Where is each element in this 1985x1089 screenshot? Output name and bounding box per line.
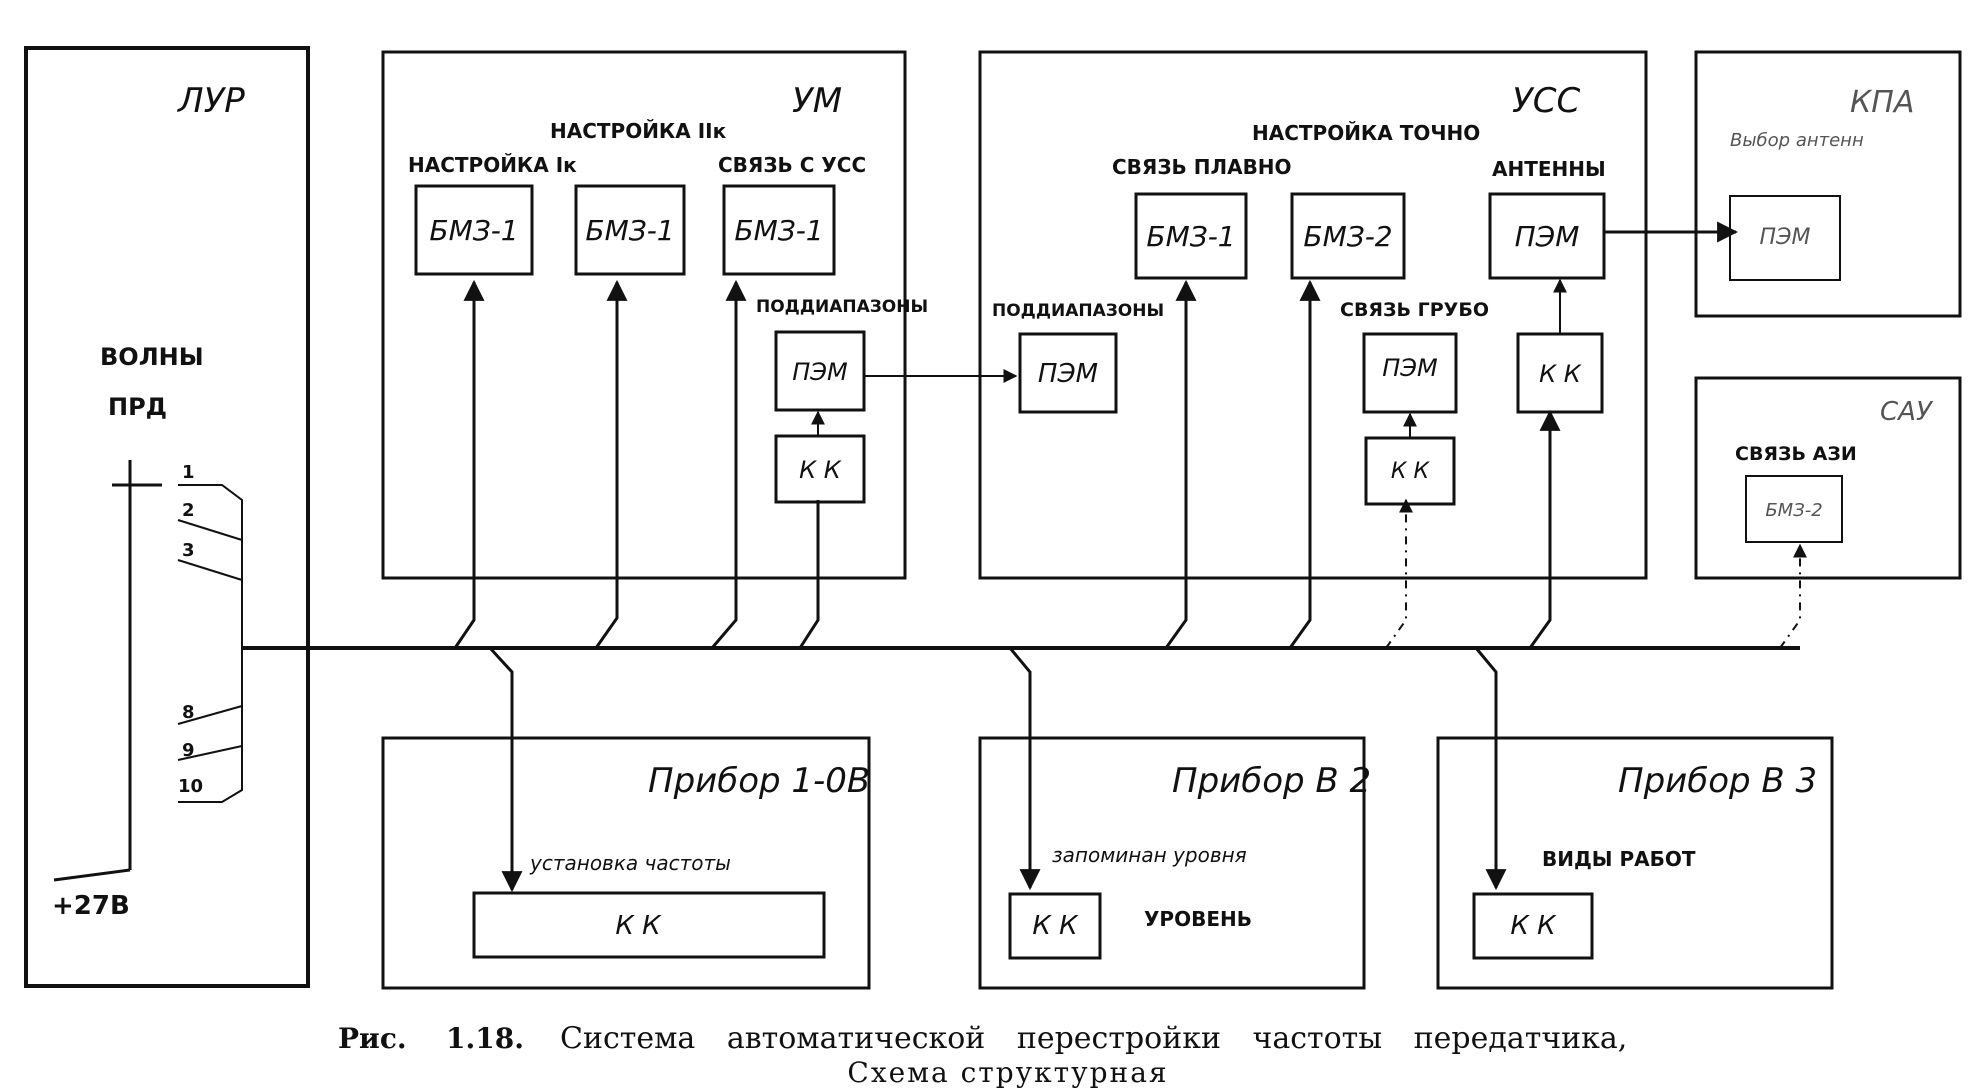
switch-number-3: 3: [182, 540, 195, 561]
block-device-1-0v: Прибор 1-0В установка частоты К К: [381, 736, 871, 990]
um-kk: К К: [799, 456, 842, 484]
block-kpa: КПА Выбор антенн ПЭМ: [1694, 50, 1962, 318]
uss-label-subbands: ПОДДИАПАЗОНЫ: [992, 301, 1164, 321]
pur-waves-label-2: ПРД: [108, 393, 167, 421]
block-uss: УСС НАСТРОЙКА ТОЧНО СВЯЗЬ ПЛАВНО АНТЕННЫ…: [978, 50, 1739, 580]
block-sau: САУ СВЯЗЬ АЗИ БМЗ-2: [1694, 376, 1962, 580]
um-label-tune-2k: НАСТРОЙКА IIк: [550, 119, 727, 143]
block-um: УМ НАСТРОЙКА IIк НАСТРОЙКА Iк СВЯЗЬ С УС…: [381, 50, 1018, 580]
uss-label-link-smooth: СВЯЗЬ ПЛАВНО: [1112, 155, 1292, 179]
uss-title: УСС: [1512, 81, 1580, 121]
uss-label-antennas: АНТЕННЫ: [1492, 157, 1606, 181]
switch-number-10: 10: [178, 776, 203, 797]
device-v3-label: ВИДЫ РАБОТ: [1542, 847, 1696, 871]
device-v2-title: Прибор В 2: [1172, 761, 1371, 801]
switch-number-9: 9: [182, 740, 195, 761]
device-1-0v-kk: К К: [615, 911, 662, 941]
device-v3-kk: К К: [1510, 911, 1557, 941]
um-pem: ПЭМ: [792, 358, 848, 386]
uss-pem-coarse: ПЭМ: [1382, 354, 1438, 382]
block-pur: ЛУР ВОЛНЫ ПРД 1 2 3 8 9 10 +27В: [24, 46, 310, 988]
switch-number-1: 1: [182, 462, 195, 483]
device-1-0v-title: Прибор 1-0В: [648, 761, 870, 801]
kpa-title: КПА: [1850, 85, 1914, 120]
um-label-tune-1k: НАСТРОЙКА Iк: [408, 153, 577, 177]
um-bmz-3: БМЗ-1: [734, 214, 823, 247]
pur-waves-label-1: ВОЛНЫ: [100, 343, 204, 371]
sau-label: СВЯЗЬ АЗИ: [1735, 443, 1857, 465]
block-device-v3: Прибор В 3 ВИДЫ РАБОТ К К: [1436, 736, 1834, 990]
uss-kk-coarse: К К: [1391, 459, 1431, 484]
um-label-subbands: ПОДДИАПАЗОНЫ: [756, 297, 928, 317]
switch-number-2: 2: [182, 500, 195, 521]
pur-supply-label: +27В: [52, 891, 130, 921]
uss-pem-subbands: ПЭМ: [1038, 359, 1098, 389]
device-v2-label: запоминан уровня: [1052, 843, 1247, 867]
uss-bmz-2: БМЗ-2: [1303, 220, 1392, 253]
uss-bmz-1: БМЗ-1: [1146, 220, 1235, 253]
sau-title: САУ: [1880, 397, 1934, 427]
main-bus: [242, 279, 1807, 893]
caption-prefix: Рис.: [338, 1022, 407, 1055]
uss-kk-antenna: К К: [1539, 360, 1582, 388]
device-1-0v-label: установка частоты: [529, 851, 731, 875]
sau-bmz: БМЗ-2: [1765, 500, 1822, 521]
device-v2-kk: К К: [1032, 911, 1079, 941]
caption-number: 1.18.: [446, 1022, 524, 1055]
caption-line-1: Система автоматической перестройки часто…: [560, 1021, 1627, 1056]
uss-label-link-coarse: СВЯЗЬ ГРУБО: [1340, 299, 1489, 321]
block-device-v2: Прибор В 2 запоминан уровня К К УРОВЕНЬ: [978, 736, 1371, 990]
um-bmz-2: БМЗ-1: [585, 214, 674, 247]
kpa-label: Выбор антенн: [1730, 130, 1864, 151]
um-label-link: СВЯЗЬ С УСС: [718, 153, 866, 177]
uss-pem-antenna: ПЭМ: [1515, 220, 1580, 253]
uss-label-tune-fine: НАСТРОЙКА ТОЧНО: [1252, 121, 1480, 145]
um-bmz-1: БМЗ-1: [429, 214, 518, 247]
switch-number-8: 8: [182, 702, 195, 723]
pur-title: ЛУР: [176, 81, 245, 121]
caption-line-2: Схема структурная: [847, 1056, 1168, 1089]
um-title: УМ: [792, 81, 842, 121]
device-v3-title: Прибор В 3: [1618, 761, 1817, 801]
figure-caption: Рис. 1.18. Система автоматической перест…: [338, 1021, 1627, 1089]
device-v2-label-level: УРОВЕНЬ: [1144, 907, 1252, 931]
kpa-pem: ПЭМ: [1760, 225, 1811, 250]
